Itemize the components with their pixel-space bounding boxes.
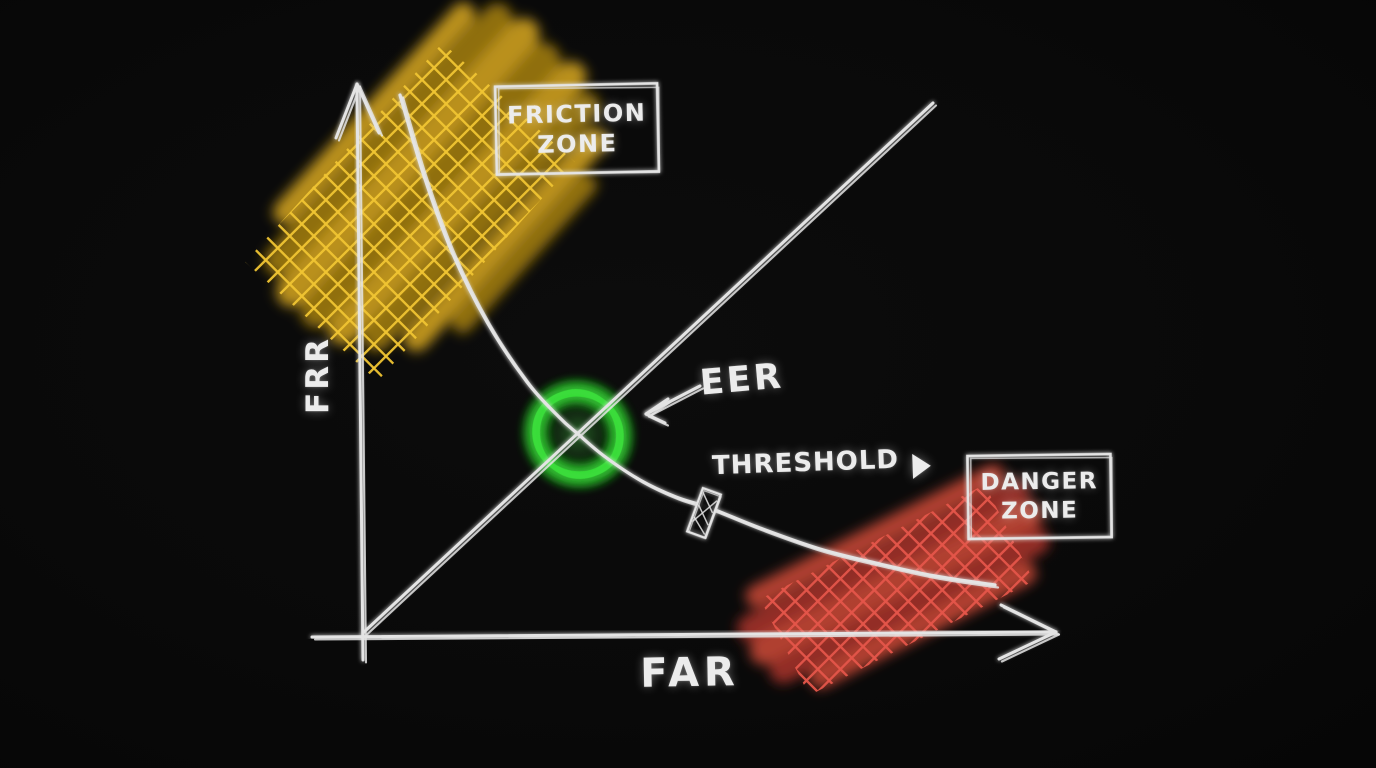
danger-zone-line1: DANGER	[980, 467, 1099, 496]
threshold-label: THRESHOLD ▶	[712, 443, 932, 483]
eer-label: EER	[698, 356, 786, 404]
x-axis-label: FAR	[639, 649, 741, 697]
danger-zone-label: DANGER ZONE	[967, 454, 1111, 539]
play-triangle-icon: ▶	[911, 443, 932, 483]
friction-zone-label: FRICTION ZONE	[495, 83, 659, 174]
y-axis-label: FRR	[300, 336, 336, 414]
friction-zone-line2: ZONE	[536, 129, 618, 159]
threshold-text: THRESHOLD	[711, 444, 900, 482]
friction-zone-line1: FRICTION	[506, 98, 647, 130]
danger-zone-line2: ZONE	[1000, 496, 1079, 525]
